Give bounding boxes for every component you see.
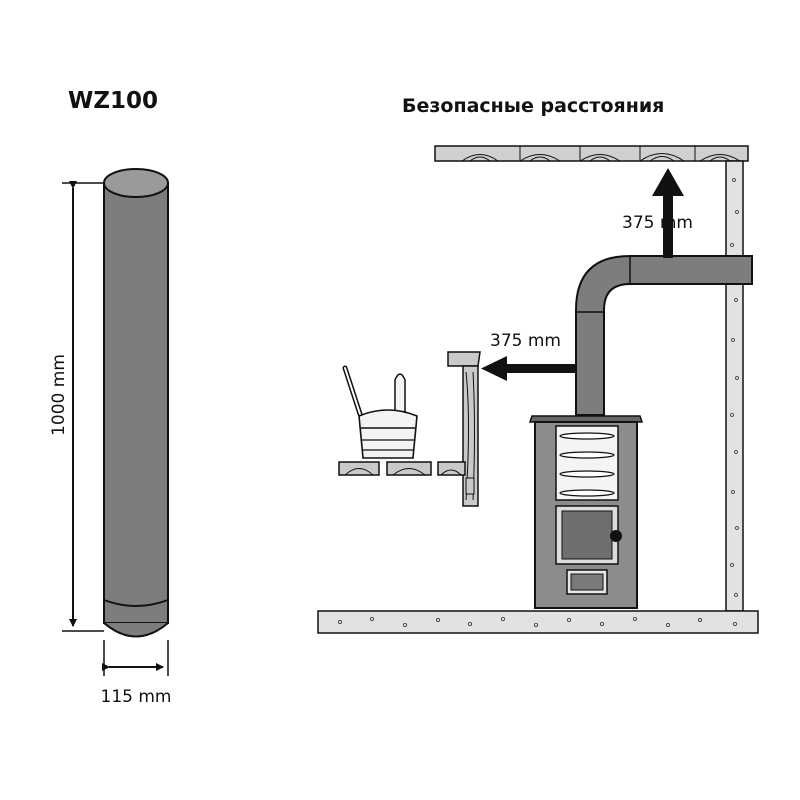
ceiling-clearance-shaft	[663, 194, 673, 258]
sauna-stove	[528, 415, 644, 609]
ceiling-wood	[434, 145, 749, 162]
pipe-joint-line	[103, 599, 169, 607]
length-label: 1000 mm	[49, 354, 69, 436]
ceiling-clearance-arrowhead	[652, 168, 684, 196]
side-clearance-label: 375 mm	[490, 331, 561, 351]
right-wall	[725, 160, 744, 612]
ceiling-clearance-label: 375 mm	[622, 213, 693, 233]
section-title: Безопасные расстояния	[402, 95, 664, 117]
model-title: WZ100	[68, 88, 158, 114]
pipe-body	[103, 182, 169, 624]
flue-pipe	[575, 255, 753, 416]
diameter-label: 115 mm	[101, 687, 172, 707]
side-wood-wall	[447, 351, 481, 507]
sauna-bucket	[342, 365, 418, 459]
side-clearance-shaft	[504, 364, 576, 373]
diameter-dimension: 115 mm	[101, 640, 172, 707]
floor	[317, 610, 759, 634]
side-clearance-arrowhead	[481, 356, 507, 381]
pipe-top-opening	[103, 168, 169, 198]
pipe-bottom-end	[103, 622, 169, 638]
stove-top	[528, 415, 644, 423]
side-clearance: 375 mm	[481, 331, 576, 381]
door-handle	[610, 530, 622, 542]
chimney-pipe	[103, 168, 169, 638]
length-dimension: 1000 mm	[49, 181, 104, 632]
bench-boards	[338, 461, 466, 476]
ceiling-clearance: 375 mm	[622, 168, 693, 258]
